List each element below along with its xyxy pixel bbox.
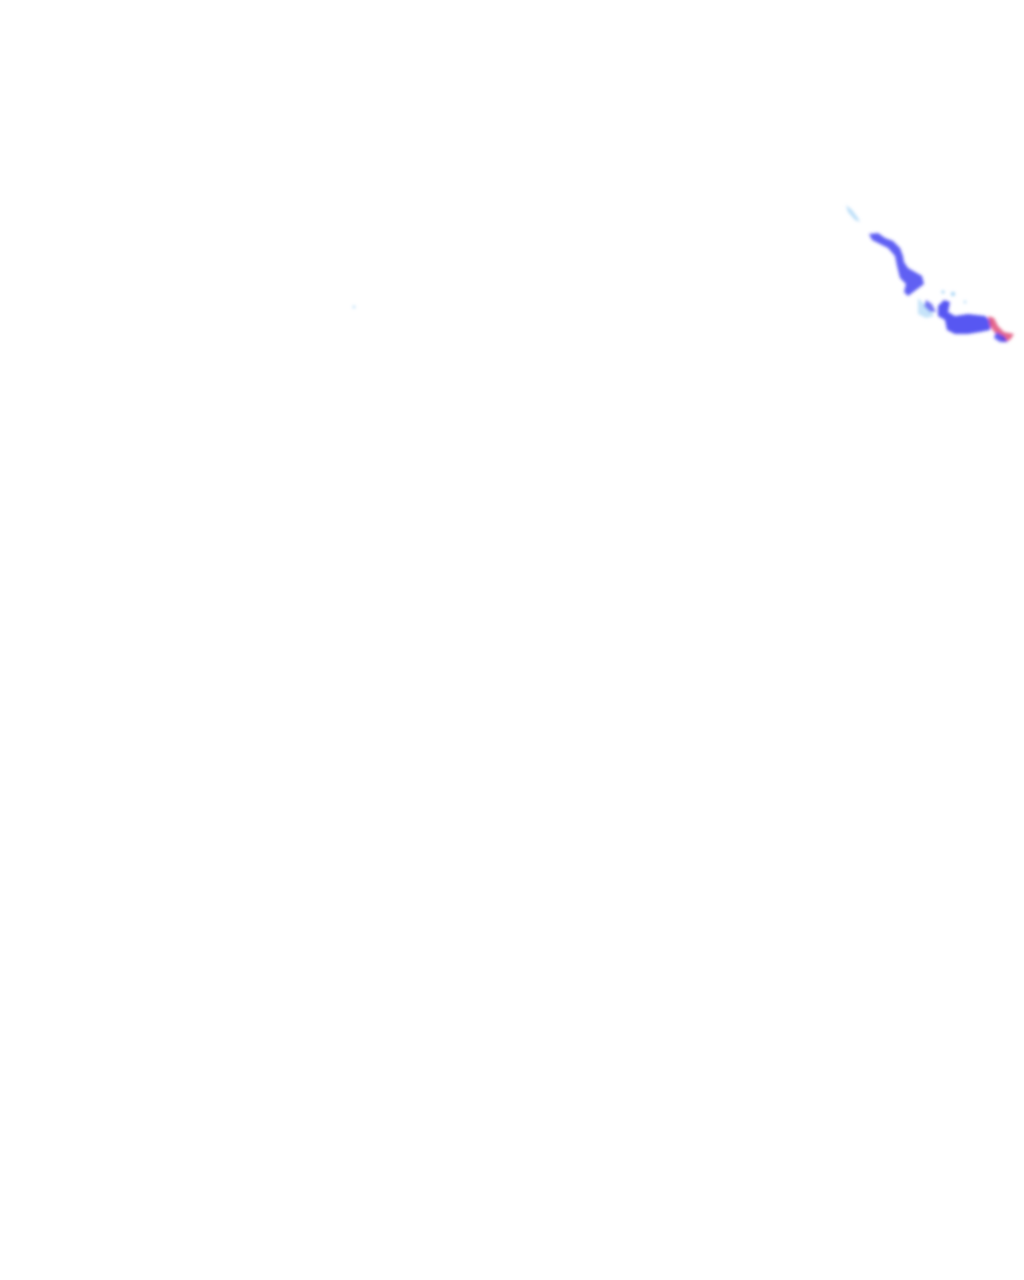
light-precip-cell xyxy=(846,205,860,222)
moderate-precip-cell xyxy=(924,300,936,312)
light-precip-speck xyxy=(941,290,945,294)
light-precip-speck xyxy=(963,300,967,304)
moderate-precip-cell xyxy=(994,332,1008,342)
light-precip-speck xyxy=(352,305,356,309)
moderate-precip-band xyxy=(869,233,924,296)
light-precip-speck xyxy=(951,292,955,296)
heavy-precip-cell xyxy=(988,316,1014,342)
moderate-precip-cluster xyxy=(938,300,992,334)
